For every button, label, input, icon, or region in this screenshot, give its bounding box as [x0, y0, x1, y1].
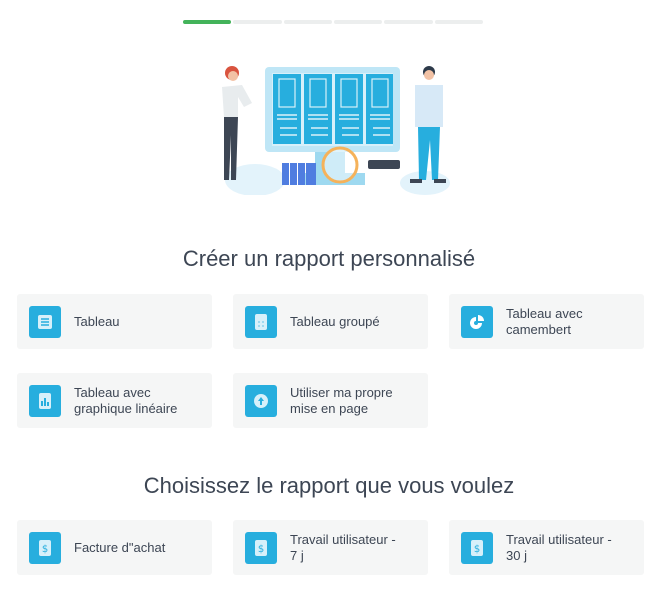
option-label: Utiliser ma propre mise en page — [290, 384, 393, 416]
option-label: Tableau groupé — [290, 313, 380, 329]
option-label: Tableau avec graphique linéaire — [74, 384, 178, 416]
report-facture-achat[interactable]: $ Facture d"achat — [17, 520, 212, 575]
progress-step-4 — [333, 20, 383, 24]
table-icon — [29, 305, 61, 338]
grouped-table-icon — [245, 305, 277, 338]
progress-step-3 — [283, 20, 332, 24]
line-chart-icon — [29, 384, 61, 417]
option-label: Tableau avec camembert — [506, 305, 583, 337]
svg-text:$: $ — [474, 544, 480, 555]
progress-step-6 — [434, 20, 483, 24]
report-label: Facture d"achat — [74, 539, 166, 555]
report-icon: $ — [461, 531, 493, 564]
progress-step-5 — [384, 20, 433, 24]
pie-chart-icon — [461, 305, 493, 338]
custom-layout-icon — [245, 384, 277, 417]
progress-bar — [183, 20, 483, 24]
report-label: Travail utilisateur - 7 j — [290, 531, 396, 563]
report-icon: $ — [245, 531, 277, 564]
svg-text:$: $ — [42, 544, 48, 555]
option-tableau-groupe[interactable]: Tableau groupé — [233, 294, 428, 349]
progress-step-2 — [233, 20, 282, 24]
report-travail-utilisateur-30j[interactable]: $ Travail utilisateur - 30 j — [449, 520, 644, 575]
report-illustration — [222, 66, 450, 195]
option-label: Tableau — [74, 313, 120, 329]
svg-text:$: $ — [258, 544, 264, 555]
progress-step-1 — [183, 20, 232, 24]
report-label: Travail utilisateur - 30 j — [506, 531, 612, 563]
custom-report-heading: Créer un rapport personnalisé — [182, 246, 476, 271]
choose-report-heading: Choisissez le rapport que vous voulez — [143, 473, 515, 498]
option-propre-mise-en-page[interactable]: Utiliser ma propre mise en page — [233, 373, 428, 428]
option-tableau-camembert[interactable]: Tableau avec camembert — [449, 294, 644, 349]
option-tableau[interactable]: Tableau — [17, 294, 212, 349]
option-tableau-graphique-lineaire[interactable]: Tableau avec graphique linéaire — [17, 373, 212, 428]
report-icon: $ — [29, 531, 61, 564]
report-travail-utilisateur-7j[interactable]: $ Travail utilisateur - 7 j — [233, 520, 428, 575]
